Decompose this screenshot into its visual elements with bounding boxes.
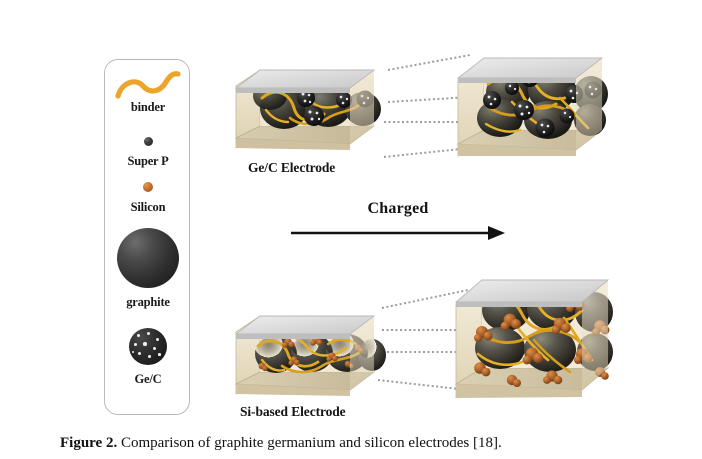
charged-arrow-label: Charged [367, 200, 429, 217]
legend-item-ge-c: Ge/C [105, 328, 191, 386]
electrode-ge-c-charged [452, 44, 622, 164]
electrode-si-uncharged: Si-based Electrode [232, 298, 392, 419]
ge-c-cluster-icon [129, 328, 167, 365]
electrode-ge-c-uncharged: Ge/C Electrode [232, 52, 392, 175]
super-p-particle-icon [143, 137, 153, 146]
legend-label-binder: binder [130, 100, 166, 114]
legend-label-ge-c: Ge/C [134, 372, 162, 386]
legend-label-graphite: graphite [126, 295, 170, 309]
electrode-si-charged [448, 268, 628, 408]
electrode-label-ge-c: Ge/C Electrode [248, 160, 336, 175]
legend-panel: binder Super P Silicon graphite [104, 59, 190, 415]
figure-caption-text: Comparison of graphite germanium and sil… [117, 435, 502, 451]
electrode-label-si-based: Si-based Electrode [240, 404, 346, 419]
figure-caption-prefix: Figure 2. [60, 435, 118, 451]
silicon-particle-icon [143, 182, 153, 192]
legend-label-silicon: Silicon [130, 200, 166, 214]
legend-item-binder: binder [105, 70, 191, 114]
legend-item-graphite: graphite [105, 228, 191, 309]
arrow-icon [291, 226, 505, 240]
legend-item-super-p: Super P [105, 137, 191, 168]
charged-arrow: Charged [288, 200, 508, 252]
legend-label-super-p: Super P [127, 154, 169, 168]
figure-caption: Figure 2. Comparison of graphite germani… [60, 434, 690, 453]
legend-item-silicon: Silicon [105, 182, 191, 214]
graphite-sphere-icon [117, 228, 179, 288]
binder-squiggle-icon [112, 70, 184, 100]
